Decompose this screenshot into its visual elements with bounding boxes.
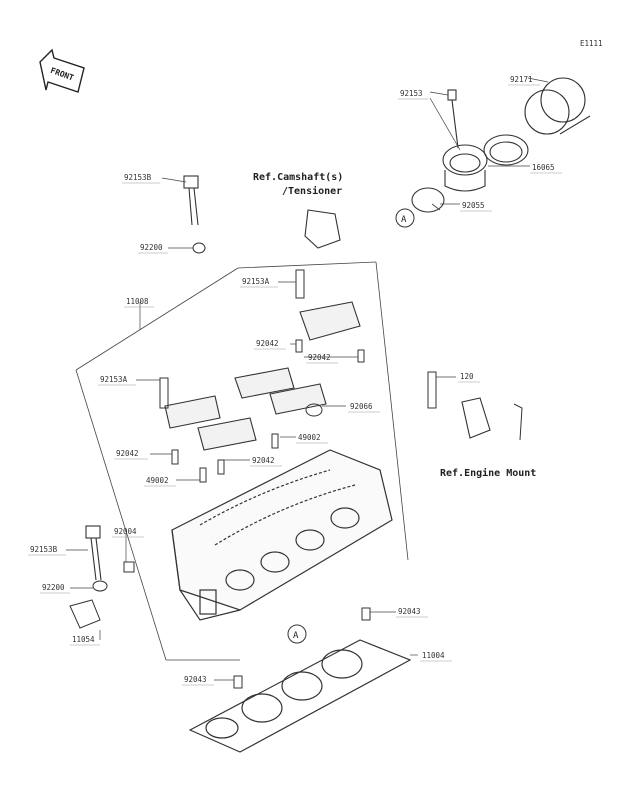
callout-a-top: A bbox=[395, 208, 415, 228]
tensioner-bracket bbox=[304, 209, 341, 249]
reference-frame-lines bbox=[75, 203, 441, 661]
part-92055: 92055 bbox=[462, 201, 485, 210]
part-92153-top: 92153 bbox=[400, 89, 423, 98]
part-120: 120 bbox=[460, 372, 474, 381]
dowel-pins bbox=[123, 269, 437, 689]
ref-camshaft-line1: Ref.Camshaft(s) bbox=[253, 172, 343, 183]
front-arrow-icon: FRONT bbox=[39, 48, 85, 93]
part-92153b-top: 92153B bbox=[124, 173, 152, 182]
part-92042-mid: 92042 bbox=[252, 456, 275, 465]
part-92042-upper: 92042 bbox=[256, 339, 279, 348]
label-underlines bbox=[28, 84, 562, 686]
callout-a-bottom-label: A bbox=[293, 631, 299, 641]
head-gasket bbox=[188, 639, 412, 753]
part-92153a-lower: 92153A bbox=[100, 375, 128, 384]
part-92200-top: 92200 bbox=[140, 243, 163, 252]
part-92066: 92066 bbox=[350, 402, 373, 411]
camshaft-caps bbox=[164, 301, 361, 451]
part-11008: 11008 bbox=[126, 297, 149, 306]
engine-mount-bolt bbox=[513, 403, 523, 441]
callout-a-top-label: A bbox=[401, 215, 407, 225]
part-92004: 92004 bbox=[114, 527, 137, 536]
part-92042-upper2: 92042 bbox=[308, 353, 331, 362]
part-92042-left: 92042 bbox=[116, 449, 139, 458]
part-11054: 11054 bbox=[72, 635, 95, 644]
diagram-code: E1111 bbox=[580, 39, 603, 48]
part-92200-low: 92200 bbox=[42, 583, 65, 592]
ref-camshaft-line2: /Tensioner bbox=[282, 185, 342, 197]
plug-92066 bbox=[305, 403, 323, 417]
part-49002-right: 49002 bbox=[298, 433, 321, 442]
part-11004: 11004 bbox=[422, 651, 445, 660]
callout-a-bottom: A bbox=[287, 624, 307, 644]
throttle-holder-assembly bbox=[411, 77, 591, 213]
ref-engine-mount: Ref.Engine Mount bbox=[440, 467, 536, 479]
cylinder-head bbox=[171, 449, 393, 621]
part-49002-left: 49002 bbox=[146, 476, 169, 485]
washer-92200-low bbox=[92, 580, 108, 592]
engine-mount-bracket bbox=[461, 397, 491, 439]
part-92153a-upper: 92153A bbox=[242, 277, 270, 286]
part-labels: 92171 92153 16065 92055 92153B 92200 921… bbox=[30, 75, 555, 684]
part-92153b-low: 92153B bbox=[30, 545, 58, 554]
part-16065: 16065 bbox=[532, 163, 555, 172]
part-92043-right: 92043 bbox=[398, 607, 421, 616]
leader-lines bbox=[66, 77, 549, 681]
part-92171: 92171 bbox=[510, 75, 533, 84]
bolt-92153b-low bbox=[85, 525, 102, 581]
part-92043-bottom: 92043 bbox=[184, 675, 207, 684]
bracket-11054 bbox=[69, 599, 101, 629]
